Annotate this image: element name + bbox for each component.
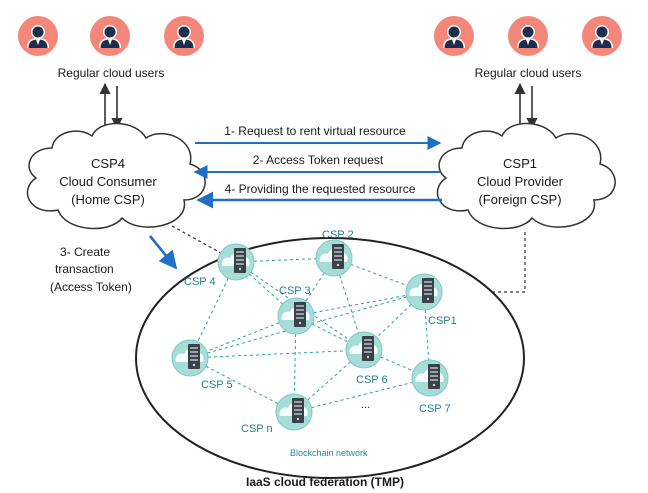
server-node-icon (405, 273, 443, 311)
arrow2-label: 2- Access Token request (253, 153, 384, 167)
node-label-csp4: CSP 4 (184, 276, 216, 288)
csp1-title: CSP1 (503, 156, 537, 171)
user-avatar-icon (18, 16, 58, 56)
node-label-csp6: CSP 6 (356, 374, 388, 386)
request-arrows: 1- Request to rent virtual resource 2- A… (193, 124, 442, 209)
users-right-label: Regular cloud users (475, 66, 582, 80)
csp1-type: (Foreign CSP) (478, 192, 561, 207)
server-node-icon (411, 359, 449, 397)
user-cloud-arrows (99, 82, 538, 130)
arrow4-label: 4- Providing the requested resource (225, 182, 416, 196)
server-node-icon (315, 239, 353, 277)
network-ellipsis: ... (361, 399, 370, 411)
csp4-title: CSP4 (91, 156, 125, 171)
server-node-icon (277, 297, 315, 335)
server-node-icon (275, 393, 313, 431)
csp4-role: Cloud Consumer (59, 174, 157, 189)
user-avatar-icon (582, 16, 622, 56)
federation-caption: IaaS cloud federation (TMP) (246, 475, 404, 489)
users-left-label: Regular cloud users (58, 66, 165, 80)
arrow1-label: 1- Request to rent virtual resource (224, 124, 406, 138)
user-avatar-icon (90, 16, 130, 56)
node-label-csp3: CSP 3 (279, 285, 311, 297)
user-avatar-icon (164, 16, 204, 56)
node-label-cspn: CSP n (241, 423, 273, 435)
user-avatar-icon (508, 16, 548, 56)
blockchain-network-label: Blockchain network (290, 448, 368, 458)
server-node-icon (345, 331, 383, 369)
csp4-type: (Home CSP) (71, 192, 145, 207)
user-avatar-icon (434, 16, 474, 56)
server-node-icon (171, 339, 209, 377)
users-right-group: Regular cloud users (434, 16, 622, 80)
node-label-csp5: CSP 5 (201, 379, 233, 391)
csp1-role: Cloud Provider (477, 174, 564, 189)
node-label-csp1: CSP1 (428, 315, 457, 327)
arrow3-label-line3: (Access Token) (50, 280, 132, 294)
network-node-labels: CSP 2 CSP 4 CSP 3 CSP1 CSP 5 CSP 6 CSP 7… (184, 229, 457, 458)
node-label-csp7: CSP 7 (419, 403, 451, 415)
server-node-icon (217, 243, 255, 281)
arrow3-create-transaction: 3- Create transaction (Access Token) (50, 235, 178, 294)
arrow3-label-line2: transaction (55, 262, 114, 276)
arrow3-label-line1: 3- Create (60, 245, 110, 259)
users-left-group: Regular cloud users (18, 16, 204, 80)
csp4-cloud: CSP4 Cloud Consumer (Home CSP) (26, 122, 206, 230)
node-label-csp2: CSP 2 (322, 229, 354, 241)
csp1-cloud: CSP1 Cloud Provider (Foreign CSP) (436, 122, 616, 230)
